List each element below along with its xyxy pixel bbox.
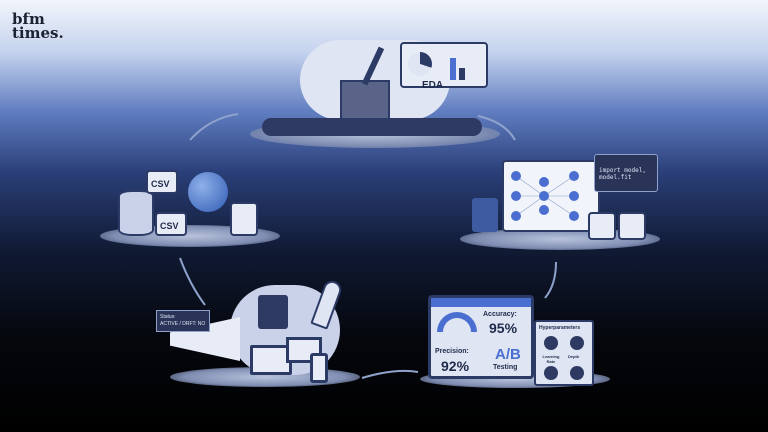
gauge-icon — [437, 312, 477, 332]
eda-label: EDA — [422, 80, 444, 91]
phone-icon — [310, 353, 328, 383]
globe-icon — [188, 172, 228, 212]
code-line: model.fit — [599, 174, 632, 181]
arrow-deploy-to-data — [179, 257, 206, 306]
knob-icon[interactable] — [544, 366, 558, 380]
status-box: Status: ACTIVE / DRFT: NO — [156, 310, 210, 332]
monitor-icon — [286, 337, 322, 363]
bar-chart-icon — [459, 68, 465, 80]
server-icon — [258, 295, 288, 329]
precision-value: 92% — [441, 358, 470, 374]
tree-cube-icon — [618, 212, 646, 240]
hyperparameters-panel: Hyperparameters Learning Rate Depth — [534, 320, 594, 386]
eda-stage: EDA — [250, 40, 500, 150]
document-icon — [230, 202, 258, 236]
code-line: import model, — [599, 167, 646, 174]
status-value: ACTIVE / DRFT: NO — [160, 321, 206, 327]
conveyor-belt-icon — [262, 118, 482, 136]
knob-icon[interactable] — [544, 336, 558, 350]
machine-icon — [340, 80, 390, 120]
chart-card — [400, 42, 488, 88]
logo-line2: times. — [12, 24, 64, 42]
line-chart-cube-icon — [588, 212, 616, 240]
training-stage: import model, model.fit — [460, 150, 660, 250]
accuracy-label: Accuracy: — [483, 311, 517, 318]
window-titlebar — [431, 298, 531, 307]
database-icon — [118, 190, 154, 236]
dashboard-window: Accuracy: 95% Precision: 92% A/B Testing — [428, 295, 534, 379]
csv-file-icon: CSV — [155, 212, 187, 236]
neural-network-icon — [502, 160, 600, 232]
logo-line1: bfm — [12, 10, 45, 28]
arrow-eval-to-deploy — [361, 369, 419, 379]
code-window: import model, model.fit — [594, 154, 658, 192]
precision-label: Precision: — [435, 348, 469, 355]
flask-icon — [472, 198, 498, 232]
knob-icon[interactable] — [570, 336, 584, 350]
status-label: Status: — [160, 314, 176, 320]
arrow-train-to-eval — [544, 261, 557, 299]
deployment-stage: Status: ACTIVE / DRFT: NO — [150, 275, 370, 390]
arrow-eda-to-train — [477, 115, 516, 141]
ab-title: A/B — [495, 346, 521, 363]
pie-chart-icon — [408, 52, 432, 76]
accuracy-value: 95% — [489, 320, 518, 336]
arrow-data-to-eda — [189, 113, 239, 141]
bar-chart-icon — [450, 58, 456, 80]
csv-file-icon: CSV — [146, 170, 178, 194]
evaluation-stage: Accuracy: 95% Precision: 92% A/B Testing… — [420, 290, 610, 390]
ab-subtitle: Testing — [493, 364, 518, 371]
knob-label: Learning Rate — [542, 354, 560, 364]
hyperparameters-title: Hyperparameters — [539, 325, 581, 331]
laptop-icon — [250, 345, 292, 375]
knob-icon[interactable] — [570, 366, 584, 380]
knob-label: Depth — [568, 354, 580, 359]
network-graph — [511, 171, 579, 221]
data-stage: CSV CSV — [100, 160, 280, 250]
